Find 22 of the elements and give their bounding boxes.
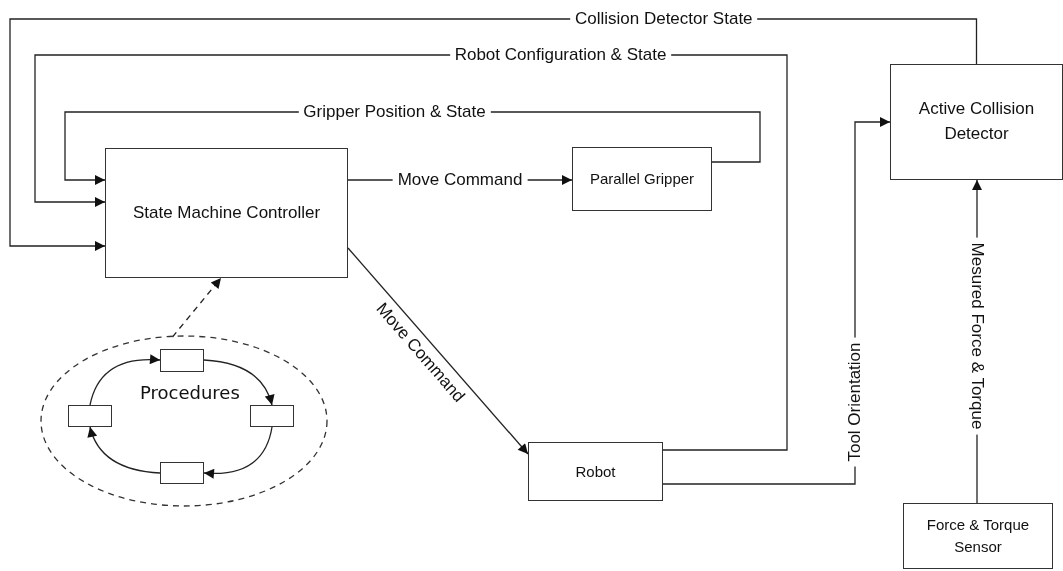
process-box: [105, 148, 348, 278]
process-box: [903, 503, 1053, 569]
dashed-ellipse: [40, 335, 328, 507]
small-box: [250, 405, 294, 427]
small-box: [160, 349, 204, 372]
box-label: Force & Torque Sensor: [925, 515, 1031, 557]
small-box: [68, 405, 112, 427]
process-box: [528, 442, 663, 501]
box-label: Parallel Gripper: [588, 169, 696, 190]
box-label: Robot: [574, 461, 617, 482]
arrow: [203, 359, 274, 406]
arrow: [88, 426, 161, 474]
arrow: [203, 426, 273, 479]
box-label: State Machine Controller: [131, 201, 322, 224]
arrow: [347, 247, 529, 455]
ellipse-label: Procedures: [140, 381, 240, 405]
process-box: [890, 64, 1063, 180]
small-box: [160, 462, 204, 484]
dashed-arrow: [171, 277, 222, 338]
process-box: [572, 147, 712, 211]
arrow: [89, 354, 161, 406]
box-label: Active Collision Detector: [917, 98, 1036, 145]
